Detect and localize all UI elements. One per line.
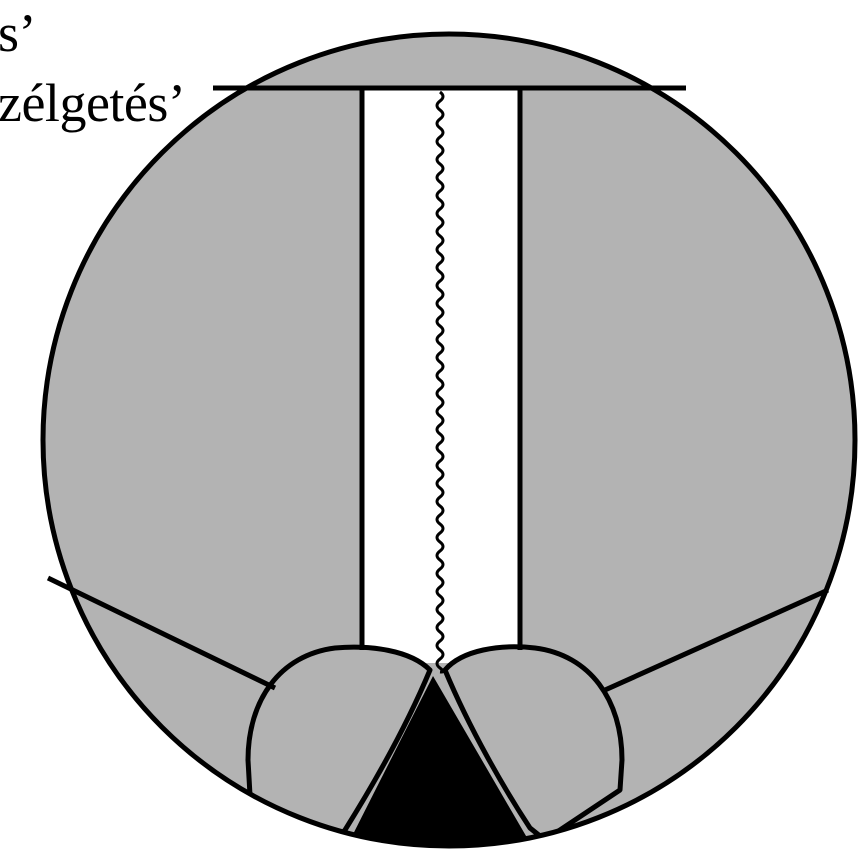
caption-line-1: s’ xyxy=(0,6,36,60)
caption-line-2: zélgetés’ xyxy=(0,76,185,130)
central-opening xyxy=(362,88,520,663)
